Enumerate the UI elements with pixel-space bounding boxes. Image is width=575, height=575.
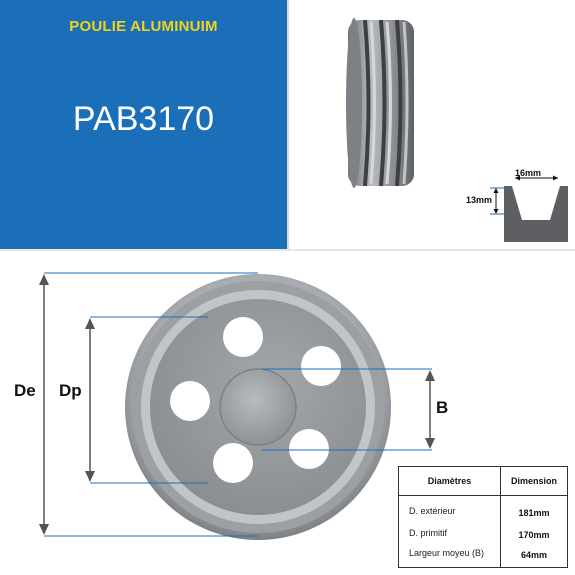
row-outer-diameter-value: 181mm — [518, 508, 550, 518]
pulley-body — [125, 274, 391, 540]
panel-divider — [287, 0, 289, 249]
model-code: PAB3170 — [72, 100, 215, 138]
row-hub-width-label: Largeur moyeu (B) — [409, 548, 485, 558]
groove-depth-label: 13mm — [466, 195, 493, 205]
groove-width-label: 16mm — [515, 168, 542, 178]
pulley-side-body — [346, 18, 414, 188]
row-outer-diameter-label: D. extérieur — [409, 506, 456, 516]
header-dimension: Dimension — [510, 476, 557, 486]
hub-width-label: B — [436, 398, 449, 417]
pulley-front-view-image — [39, 272, 435, 540]
groove-profile-diagram — [490, 175, 568, 242]
table-header-divider — [399, 495, 567, 496]
pulley-side-view-image — [346, 18, 414, 188]
title-panel: POULIE ALUMINUIM PAB3170 — [0, 0, 287, 249]
row-pitch-diameter-label: D. primitif — [409, 528, 447, 538]
brand-line: POULIE ALUMINUIM — [69, 18, 218, 35]
table-column-divider — [500, 467, 501, 567]
row-pitch-diameter-value: 170mm — [518, 530, 550, 540]
header-diameters: Diamètres — [427, 476, 472, 486]
section-separator — [0, 249, 575, 251]
row-hub-width-value: 64mm — [520, 550, 547, 560]
spec-table: Diamètres Dimension D. extérieur 181mm D… — [398, 466, 568, 568]
outer-diameter-label: De — [14, 381, 36, 400]
pitch-diameter-label: Dp — [59, 381, 82, 400]
